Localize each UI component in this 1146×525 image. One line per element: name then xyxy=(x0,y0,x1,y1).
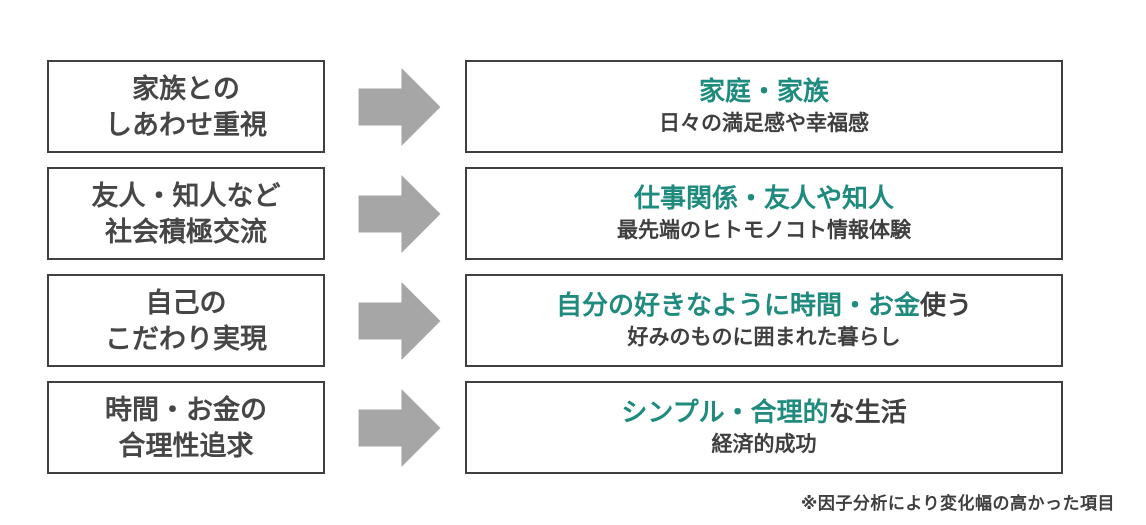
footnote: ※因子分析により変化幅の高かった項目 xyxy=(800,494,1115,513)
source-line-1: 時間・お金の xyxy=(105,394,267,425)
source-line-1: 家族との xyxy=(132,73,240,104)
target-subtext: 日々の満足感や幸福感 xyxy=(659,112,869,135)
target-headline-plain: な生活 xyxy=(828,397,907,427)
right-arrow-icon xyxy=(358,175,441,253)
target-subtext: 最先端のヒトモノコト情報体験 xyxy=(617,219,911,242)
right-arrow-icon xyxy=(358,68,441,146)
source-line-2: 合理性追求 xyxy=(118,430,254,461)
target-headline-plain: 使う xyxy=(920,290,973,320)
target-headline: 仕事関係・友人や知人 xyxy=(634,182,894,215)
right-arrow-icon xyxy=(358,282,441,360)
target-headline: 家庭・家族 xyxy=(699,75,829,108)
mapping-row-2: 友人・知人など 社会積極交流 仕事関係・友人や知人 最先端のヒトモノコト情報体験 xyxy=(0,167,1146,260)
source-line-2: こだわり実現 xyxy=(105,323,267,354)
target-headline-accent: 家庭・家族 xyxy=(698,76,829,106)
target-headline-accent: シンプル・合理的 xyxy=(621,397,829,427)
source-box-3: 自己の こだわり実現 xyxy=(47,274,325,367)
target-headline-accent: 自分の好きなように時間・お金 xyxy=(555,290,920,320)
mapping-row-4: 時間・お金の 合理性追求 シンプル・合理的な生活 経済的成功 xyxy=(0,381,1146,474)
target-subtext: 好みのものに囲まれた暮らし xyxy=(627,326,901,349)
source-box-1: 家族との しあわせ重視 xyxy=(47,60,325,153)
source-box-4: 時間・お金の 合理性追求 xyxy=(47,381,325,474)
target-subtext: 経済的成功 xyxy=(711,433,817,456)
target-headline: 自分の好きなように時間・お金使う xyxy=(556,289,972,322)
source-line-2: 社会積極交流 xyxy=(105,216,267,247)
target-box-2: 仕事関係・友人や知人 最先端のヒトモノコト情報体験 xyxy=(465,167,1063,260)
source-line-1: 友人・知人など xyxy=(91,180,281,211)
source-box-2: 友人・知人など 社会積極交流 xyxy=(47,167,325,260)
target-headline-accent: 仕事関係・友人や知人 xyxy=(633,183,894,213)
target-headline: シンプル・合理的な生活 xyxy=(621,396,906,429)
right-arrow-icon xyxy=(358,389,441,467)
source-line-2: しあわせ重視 xyxy=(105,109,267,140)
mapping-row-3: 自己の こだわり実現 自分の好きなように時間・お金使う 好みのものに囲まれた暮ら… xyxy=(0,274,1146,367)
source-line-1: 自己の xyxy=(145,287,227,318)
target-box-4: シンプル・合理的な生活 経済的成功 xyxy=(465,381,1063,474)
target-box-1: 家庭・家族 日々の満足感や幸福感 xyxy=(465,60,1063,153)
target-box-3: 自分の好きなように時間・お金使う 好みのものに囲まれた暮らし xyxy=(465,274,1063,367)
mapping-row-1: 家族との しあわせ重視 家庭・家族 日々の満足感や幸福感 xyxy=(0,60,1146,153)
